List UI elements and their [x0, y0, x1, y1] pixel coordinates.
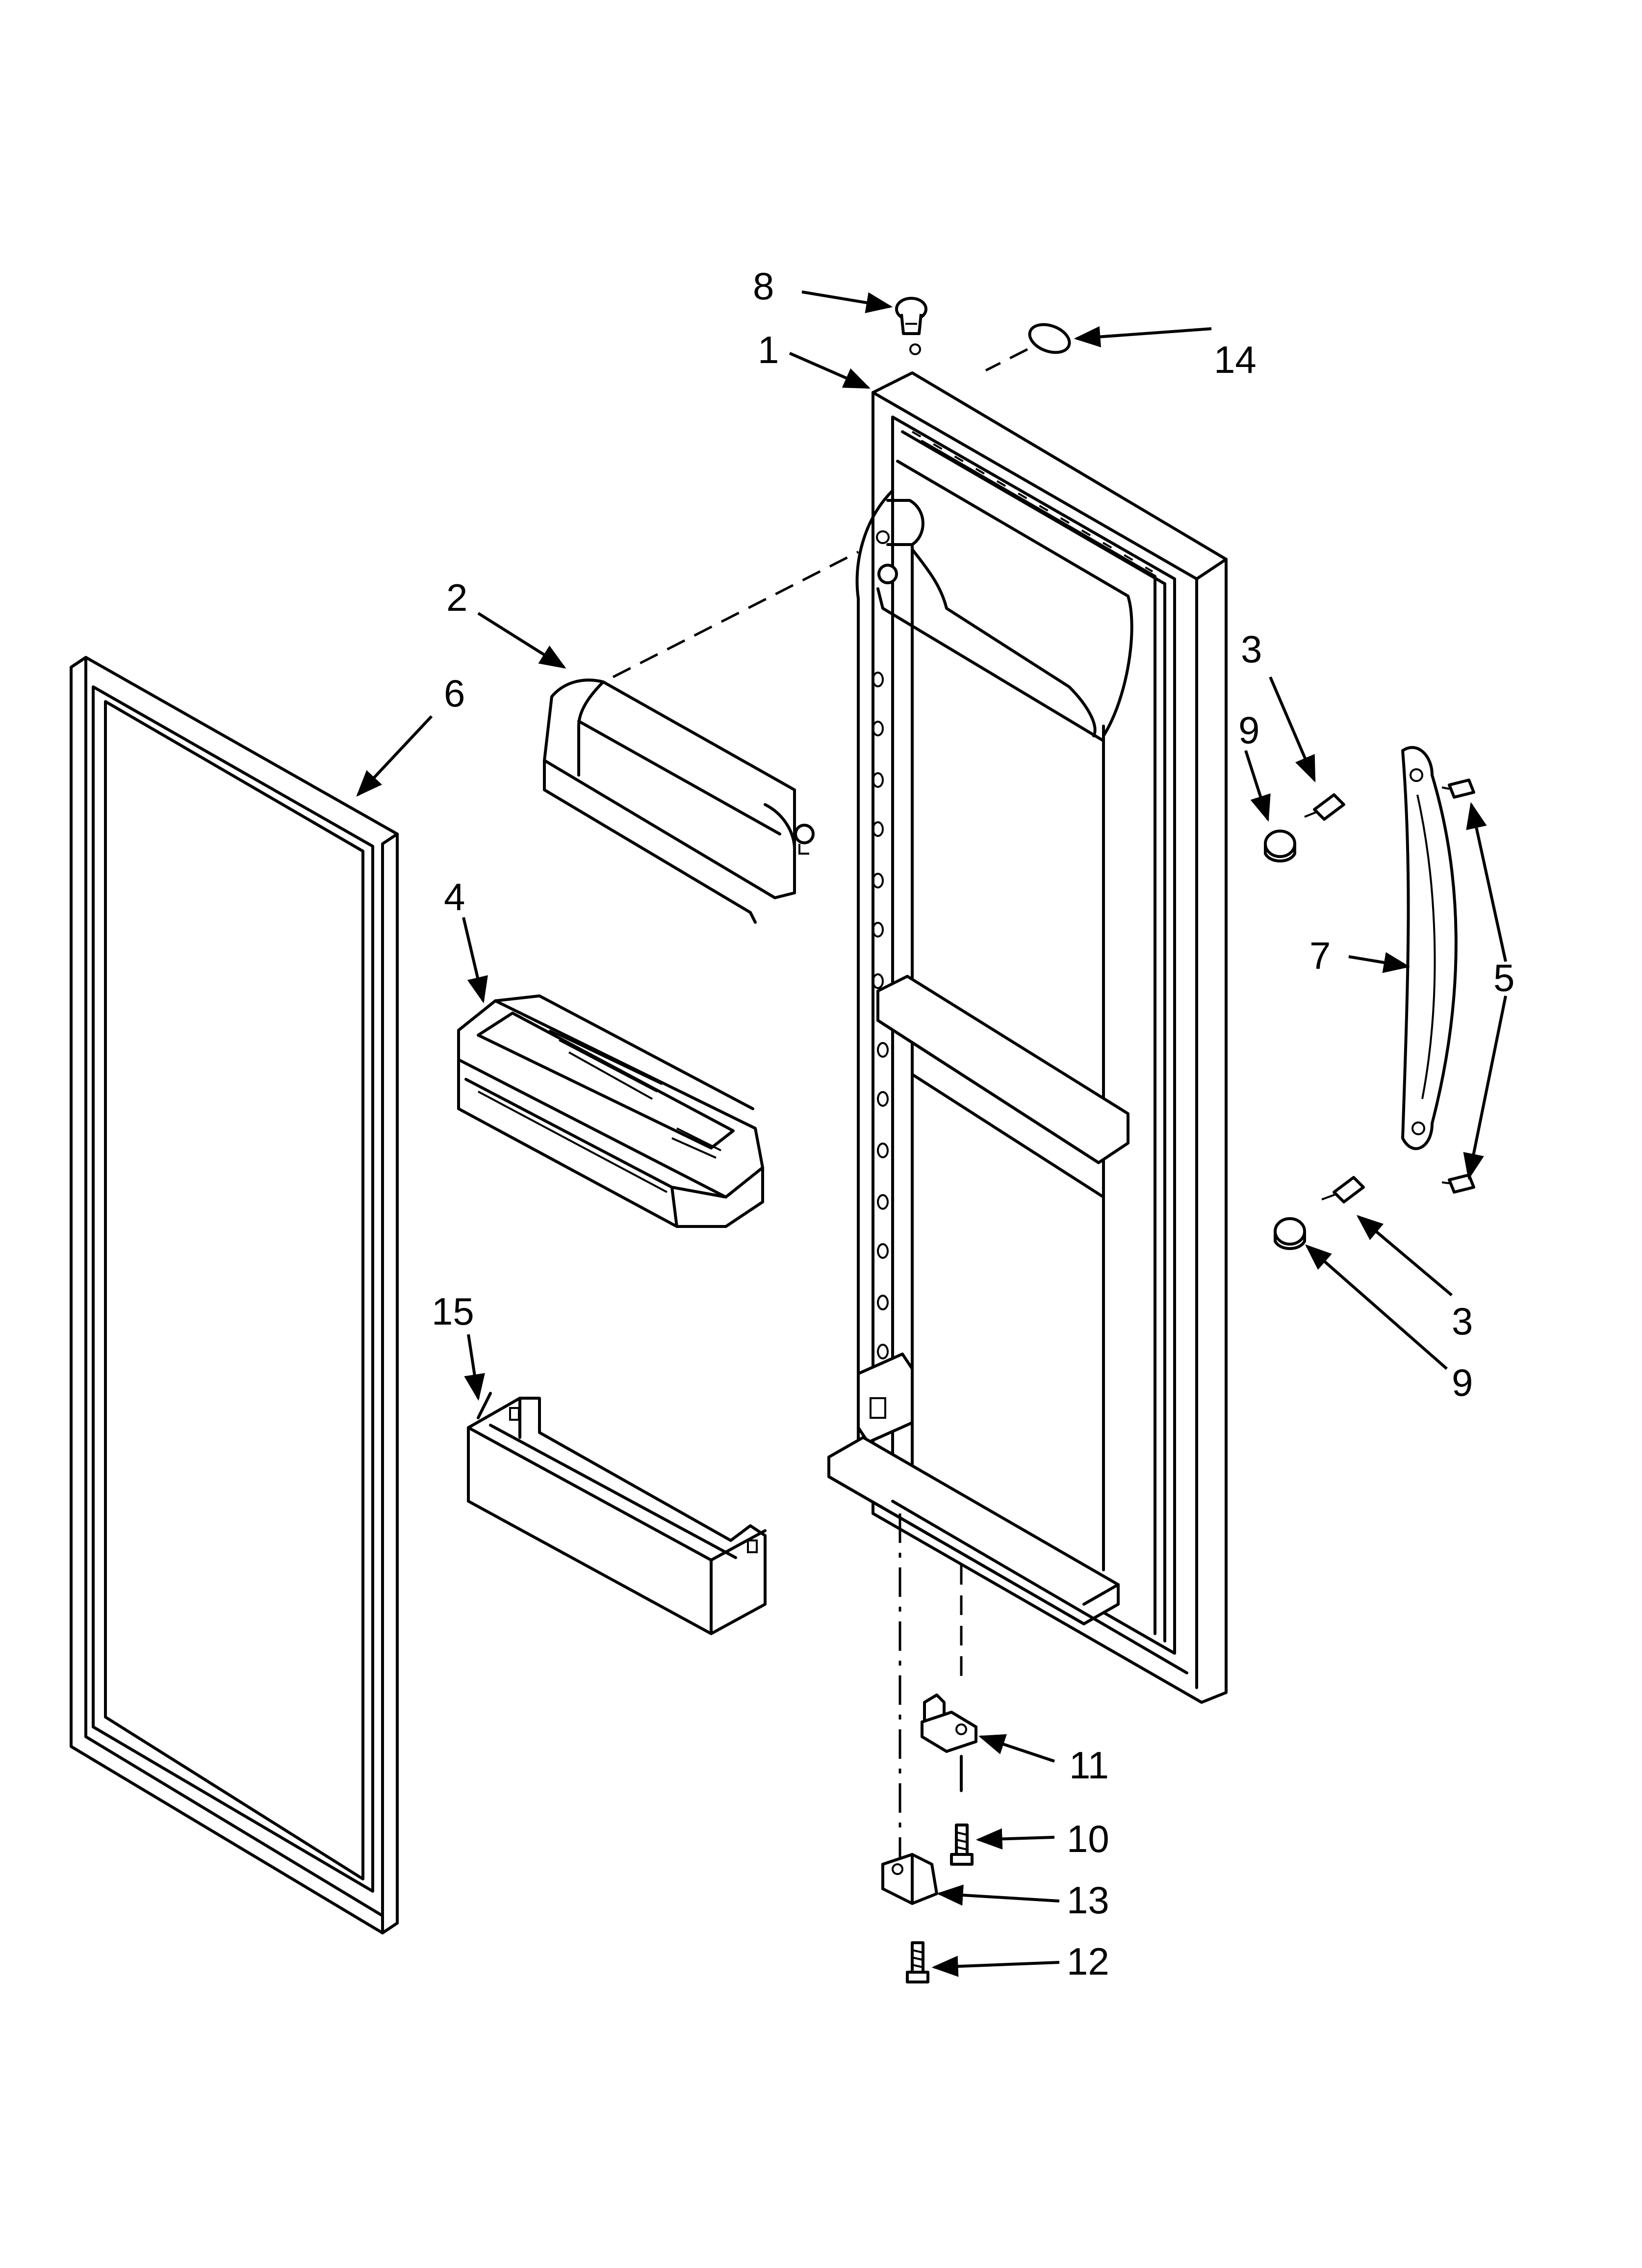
callout-9-upper: 9 [1238, 708, 1259, 752]
callout-2: 2 [446, 576, 467, 619]
callout-3-upper: 3 [1241, 627, 1262, 671]
dairy-door-bin-part [543, 550, 859, 924]
door-cap-part [985, 323, 1071, 372]
callout-3-lower: 3 [1452, 1300, 1473, 1343]
callout-12: 12 [1067, 1940, 1109, 1983]
callout-5: 5 [1493, 956, 1514, 999]
handle-screw-spacer-lower [1274, 1176, 1365, 1250]
door-gasket-part [70, 656, 399, 1934]
handle-screw-spacer-upper [1264, 793, 1345, 862]
callout-7: 7 [1309, 934, 1331, 977]
lower-hinge-assembly [881, 1513, 977, 1983]
callout-15: 15 [432, 1290, 474, 1333]
callout-9-lower: 9 [1452, 1361, 1473, 1404]
callout-14: 14 [1214, 338, 1257, 381]
door-bin-lower-part [467, 1392, 767, 1635]
callout-11: 11 [1069, 1744, 1109, 1787]
callout-8: 8 [753, 264, 774, 308]
callout-1: 1 [758, 328, 779, 371]
callout-10: 10 [1067, 1817, 1109, 1860]
handle-screws-part [1441, 779, 1475, 1194]
door-handle-part [1401, 746, 1458, 1150]
door-plug-part [895, 297, 927, 335]
callout-13: 13 [1067, 1878, 1109, 1922]
callout-leaders [356, 290, 1507, 1977]
shelf-peg-holes [872, 672, 889, 1359]
door-bin-upper-part [457, 994, 764, 1228]
callout-4: 4 [444, 875, 465, 918]
callout-6: 6 [444, 672, 465, 715]
refrigerator-door-part [827, 343, 1228, 1704]
callout-labels: 8 1 14 2 6 3 9 4 7 5 3 9 15 11 10 13 12 [432, 264, 1514, 1983]
